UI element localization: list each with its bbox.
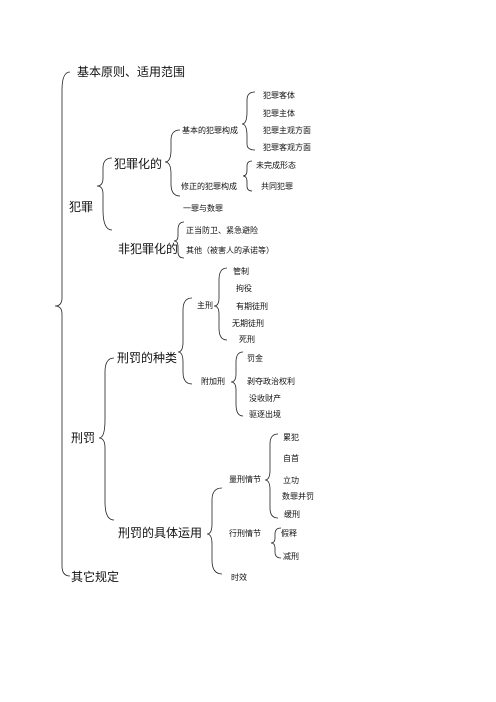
leaf-additional-0: 罚金 bbox=[247, 354, 263, 363]
node-punishment: 刑罚 bbox=[71, 431, 96, 445]
leaf-modified-0: 未完成形态 bbox=[256, 161, 296, 170]
brace-additional bbox=[230, 351, 244, 417]
node-modified-constitution: 修正的犯罪构成 bbox=[181, 182, 237, 191]
node-sentencing: 量刑情节 bbox=[229, 475, 261, 484]
leaf-sentencing-4: 缓刑 bbox=[284, 510, 300, 519]
node-principal: 主刑 bbox=[197, 301, 213, 310]
node-other: 其它规定 bbox=[71, 570, 120, 584]
node-crime: 犯罪 bbox=[69, 200, 94, 214]
brace-basic bbox=[241, 91, 256, 151]
leaf-additional-3: 驱逐出境 bbox=[249, 410, 281, 419]
leaf-basic-1: 犯罪主体 bbox=[263, 109, 295, 118]
brace-criminalization bbox=[164, 129, 181, 197]
leaf-sentencing-3: 数罪并罚 bbox=[282, 492, 314, 501]
node-additional: 附加刑 bbox=[201, 377, 225, 386]
leaf-principal-0: 管制 bbox=[233, 267, 249, 276]
brace-execution bbox=[270, 527, 282, 559]
leaf-basic-0: 犯罪客体 bbox=[263, 91, 295, 100]
leaf-execution-1: 减刑 bbox=[283, 552, 299, 561]
leaf-additional-1: 剥夺政治权利 bbox=[247, 377, 295, 386]
leaf-additional-2: 没收财产 bbox=[249, 394, 281, 403]
brace-application bbox=[206, 487, 223, 575]
node-principles: 基本原则、适用范围 bbox=[77, 65, 186, 79]
node-kinds: 刑罚的种类 bbox=[117, 351, 178, 365]
node-execution: 行刑情节 bbox=[229, 529, 261, 538]
brace-kinds bbox=[177, 297, 193, 385]
brace-punishment bbox=[98, 357, 115, 521]
leaf-modified-1: 共同犯罪 bbox=[261, 182, 293, 191]
leaf-basic-2: 犯罪主观方面 bbox=[263, 126, 311, 135]
brace-decriminalization bbox=[173, 221, 185, 259]
brace-modified bbox=[242, 160, 253, 192]
leaf-execution-0: 假释 bbox=[281, 529, 297, 538]
node-criminalization: 犯罪化的 bbox=[114, 157, 163, 171]
brace-sentencing bbox=[264, 433, 279, 519]
leaf-basic-3: 犯罪客观方面 bbox=[263, 143, 311, 152]
brace-root bbox=[54, 71, 71, 577]
node-limitation: 时效 bbox=[231, 573, 247, 582]
leaf-principal-1: 拘役 bbox=[236, 284, 252, 293]
leaf-decrim-0: 正当防卫、紧急避险 bbox=[186, 226, 258, 235]
node-one-crime: 一罪与数罪 bbox=[183, 204, 223, 213]
leaf-sentencing-2: 立功 bbox=[283, 476, 299, 485]
leaf-sentencing-0: 累犯 bbox=[283, 433, 299, 442]
leaf-sentencing-1: 自首 bbox=[283, 454, 299, 463]
brace-principal bbox=[213, 267, 228, 341]
node-application: 刑罚的具体运用 bbox=[118, 526, 203, 540]
leaf-decrim-1: 其他（被害人的承诺等） bbox=[186, 246, 274, 255]
node-basic-constitution: 基本的犯罪构成 bbox=[182, 126, 238, 135]
leaf-principal-3: 无期徒刑 bbox=[232, 319, 264, 328]
node-decriminalization: 非犯罪化的 bbox=[118, 242, 179, 256]
leaf-principal-2: 有期徒刑 bbox=[236, 302, 268, 311]
brace-crime bbox=[96, 157, 113, 231]
leaf-principal-4: 死刑 bbox=[239, 335, 255, 344]
